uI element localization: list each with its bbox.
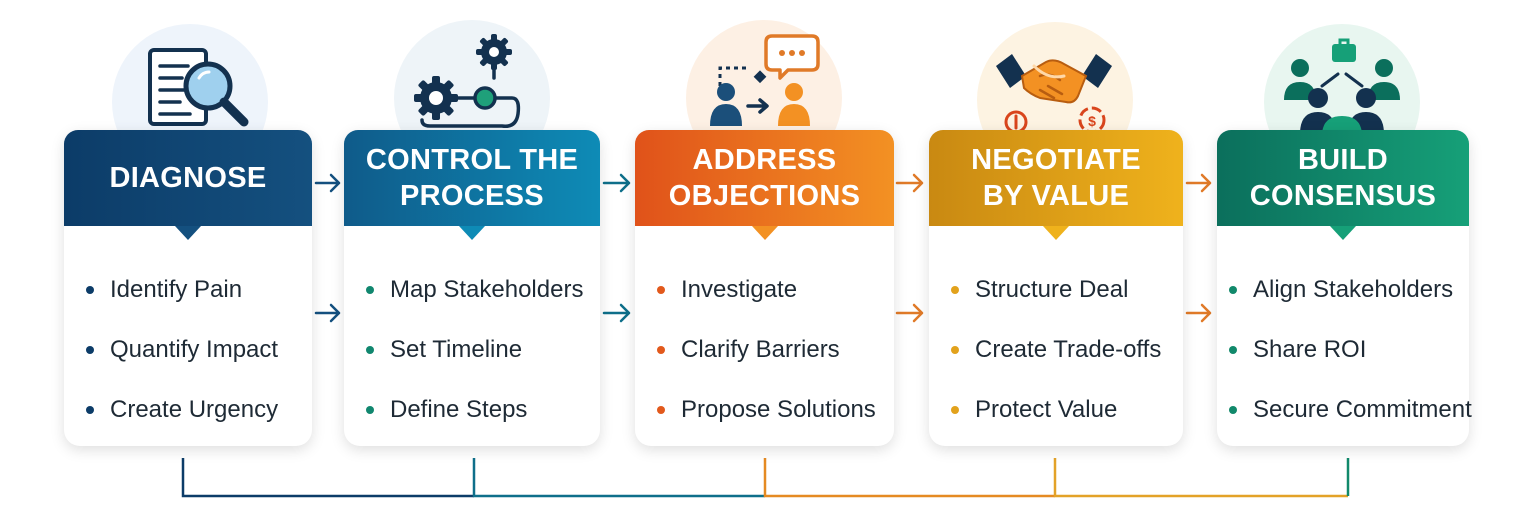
bullet-dot xyxy=(1229,406,1237,414)
bullet-dot xyxy=(366,406,374,414)
arrow-control-to-address xyxy=(602,173,631,323)
item-label: Quantify Impact xyxy=(110,336,279,363)
item-label: Clarify Barriers xyxy=(681,336,840,363)
header-pointer xyxy=(175,226,201,240)
stage-title-line: DIAGNOSE xyxy=(109,162,267,194)
list-item: Secure Commitment xyxy=(1229,390,1472,430)
arrow-negotiate-to-build xyxy=(1185,173,1212,323)
bullet-dot xyxy=(951,286,959,294)
stage-header-negotiate: NEGOTIATE BY VALUE xyxy=(929,130,1183,226)
item-label: Structure Deal xyxy=(975,276,1129,303)
list-item: Propose Solutions xyxy=(657,390,876,430)
item-label: Create Trade-offs xyxy=(975,336,1162,363)
list-item: Align Stakeholders xyxy=(1229,270,1472,310)
bullet-dot xyxy=(86,406,94,414)
list-item: Map Stakeholders xyxy=(366,270,583,310)
stage-item-list: Structure Deal Create Trade-offs Protect… xyxy=(951,270,1161,450)
connector-line-address xyxy=(763,458,1055,498)
handshake-icon: $ xyxy=(996,54,1112,134)
connector-line-diagnose xyxy=(181,458,474,498)
bullet-dot xyxy=(86,346,94,354)
list-item: Identify Pain xyxy=(86,270,278,310)
bullet-dot xyxy=(86,286,94,294)
stage-header-build: BUILD CONSENSUS xyxy=(1217,130,1469,226)
stage-header-diagnose: DIAGNOSE xyxy=(64,130,312,226)
list-item: Clarify Barriers xyxy=(657,330,876,370)
bullet-dot xyxy=(1229,346,1237,354)
stage-card-address-objections: ADDRESS OBJECTIONS Investigate Clarify B… xyxy=(635,130,894,446)
bullet-dot xyxy=(1229,286,1237,294)
header-pointer xyxy=(751,226,778,240)
bullet-dot xyxy=(951,346,959,354)
magnifier-document-icon xyxy=(148,48,249,127)
list-item: Share ROI xyxy=(1229,330,1472,370)
arrow-address-to-negotiate xyxy=(895,173,924,323)
list-item: Quantify Impact xyxy=(86,330,278,370)
stage-title-line: BUILD xyxy=(1297,144,1389,176)
list-item: Structure Deal xyxy=(951,270,1161,310)
list-item: Protect Value xyxy=(951,390,1161,430)
item-label: Set Timeline xyxy=(390,336,523,363)
header-pointer xyxy=(1043,226,1069,240)
item-label: Align Stakeholders xyxy=(1253,276,1454,303)
stage-item-list: Align Stakeholders Share ROI Secure Comm… xyxy=(1229,270,1472,450)
item-label: Map Stakeholders xyxy=(390,276,584,303)
connector-line-control xyxy=(472,458,765,498)
list-item: Create Trade-offs xyxy=(951,330,1161,370)
item-label: Propose Solutions xyxy=(681,396,876,423)
stage-title-line: NEGOTIATE xyxy=(971,144,1141,176)
bullet-dot xyxy=(366,286,374,294)
item-label: Share ROI xyxy=(1253,336,1367,363)
item-label: Identify Pain xyxy=(110,276,243,303)
stage-title-line: CONSENSUS xyxy=(1249,180,1437,212)
stage-card-control-the-process: CONTROL THE PROCESS Map Stakeholders Set… xyxy=(344,130,600,446)
header-pointer xyxy=(1330,226,1356,240)
arrow-diagnose-to-control xyxy=(314,173,341,323)
stage-title-line: BY VALUE xyxy=(982,180,1130,212)
header-pointer xyxy=(459,226,485,240)
stage-title-line: OBJECTIONS xyxy=(668,180,861,212)
bullet-dot xyxy=(657,346,665,354)
list-item: Create Urgency xyxy=(86,390,278,430)
stage-header-control: CONTROL THE PROCESS xyxy=(344,130,600,226)
item-label: Create Urgency xyxy=(110,396,279,423)
list-item: Investigate xyxy=(657,270,876,310)
list-item: Define Steps xyxy=(366,390,583,430)
stage-title-line: ADDRESS xyxy=(692,144,837,176)
stage-card-build-consensus: BUILD CONSENSUS Align Stakeholders Share… xyxy=(1217,130,1472,446)
list-item: Set Timeline xyxy=(366,330,583,370)
stage-card-diagnose: DIAGNOSE Identify Pain Quantify Impact C… xyxy=(64,130,312,446)
stage-header-address: ADDRESS OBJECTIONS xyxy=(635,130,894,226)
item-label: Secure Commitment xyxy=(1253,396,1472,423)
stage-item-list: Identify Pain Quantify Impact Create Urg… xyxy=(86,270,278,450)
bullet-dot xyxy=(657,286,665,294)
stage-item-list: Map Stakeholders Set Timeline Define Ste… xyxy=(366,270,583,450)
stage-title-line: CONTROL THE xyxy=(365,144,579,176)
conversation-people-icon xyxy=(710,34,820,126)
bullet-dot xyxy=(951,406,959,414)
item-label: Investigate xyxy=(681,276,798,303)
stage-item-list: Investigate Clarify Barriers Propose Sol… xyxy=(657,270,876,450)
bullet-dot xyxy=(366,346,374,354)
gears-process-icon xyxy=(414,34,521,128)
bullet-dot xyxy=(657,406,665,414)
item-label: Define Steps xyxy=(390,396,528,423)
svg-text:$: $ xyxy=(1088,113,1096,129)
item-label: Protect Value xyxy=(975,396,1118,423)
stage-title-line: PROCESS xyxy=(400,180,544,212)
connector-line-negotiate xyxy=(1053,458,1348,498)
stage-card-negotiate-by-value: NEGOTIATE BY VALUE Structure Deal Create… xyxy=(929,130,1183,446)
